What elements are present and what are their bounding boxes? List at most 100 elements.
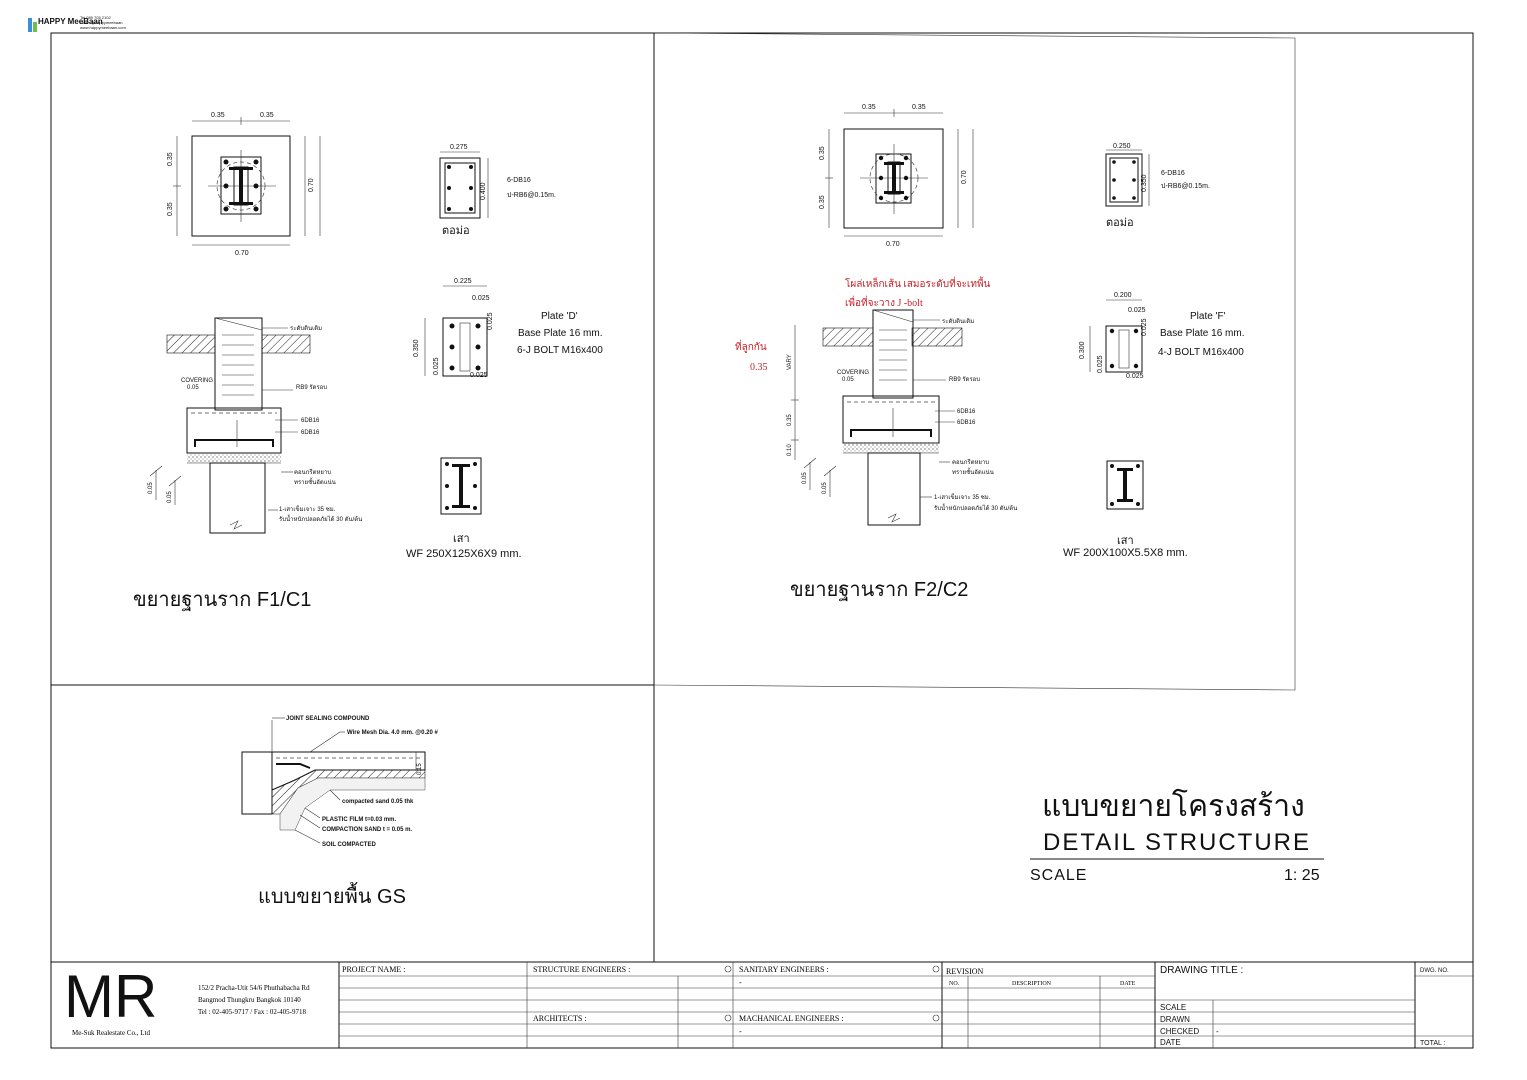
- f1-plate-b1: 0.025: [433, 357, 440, 375]
- scale-label: SCALE: [1030, 867, 1087, 884]
- company-addr3: Tel : 02-405-9717 / Fax : 02-405-9718: [198, 1008, 306, 1016]
- project-name-label: PROJECT NAME :: [342, 965, 405, 974]
- company-addr1: 152/2 Pracha-Utit 54/6 Phuthabacha Rd: [198, 984, 310, 992]
- f2-plate-t2: 0.025: [1141, 318, 1148, 336]
- f1-sec-stirrup: RB9 รัดรอบ: [296, 384, 327, 391]
- gs-comp: COMPACTION SAND t = 0.05 m.: [322, 827, 412, 833]
- f2-col-label: เสา: [1117, 535, 1134, 547]
- f2-sec-v35: 0.35: [787, 414, 793, 426]
- gs-slab-detail: JOINT SEALING COMPOUND Wire Mesh Dia. 4.…: [241, 716, 438, 848]
- f2-dim-top-right: 0.35: [912, 104, 926, 111]
- f1-sec-rebar2: 6DB16: [301, 430, 320, 436]
- f2-sec-rebar1: 6DB16: [957, 409, 976, 415]
- f2-plate-b1: 0.025: [1097, 355, 1104, 373]
- f1-col-spec: WF 250X125X6X9 mm.: [406, 548, 522, 560]
- f1-plate-t2: 0.025: [487, 312, 494, 330]
- mechanical-engineers-label: MACHANICAL ENGINEERS :: [739, 1014, 844, 1023]
- f1-ped-height: 0.400: [480, 182, 487, 200]
- revision-no: NO.: [949, 981, 960, 987]
- logo-line3: www.happymeebaan.com: [80, 25, 126, 30]
- f2-title: ขยายฐานราก F2/C2: [790, 579, 968, 601]
- gs-thick: 0.15: [417, 763, 423, 775]
- f2-sec-stirrup: RB9 รัดรอบ: [949, 376, 980, 383]
- f2-col-spec: WF 200X100X5.5X8 mm.: [1063, 547, 1188, 559]
- f1-plate-t1: 0.025: [472, 295, 490, 302]
- f2-sec-vary: VARY: [787, 354, 793, 370]
- f1-sec-sand: ทรายชั้นอัดแน่น: [294, 476, 336, 486]
- f1-plate-thick: Base Plate 16 mm.: [518, 328, 602, 339]
- f2-sec-ground: ระดับดินเดิม: [942, 318, 974, 325]
- f2-base-plate: 0.200 0.025 0.025 0.300 0.025 0.025 Plat…: [1079, 292, 1244, 380]
- logo-line1: Tel.089 705 2102: [80, 15, 111, 20]
- drawing-title-label: DRAWING TITLE :: [1160, 965, 1243, 976]
- f1-dim-side-top: 0.35: [167, 152, 174, 166]
- f2-plate-name: Plate 'F': [1190, 311, 1226, 322]
- company-logo: MR: [64, 963, 157, 1030]
- f1-sec-d2: 0.05: [167, 491, 173, 503]
- scale-value: 1: 25: [1284, 867, 1320, 884]
- mechanical-engineers-value: -: [739, 1027, 742, 1036]
- sheet-title-thai: แบบขยายโครงสร้าง: [1042, 788, 1305, 823]
- f2-sec-pile1: 1-เสาเข็มเจาะ 35 ซม.: [934, 492, 991, 501]
- tb-checked-value: -: [1216, 1027, 1219, 1036]
- f2-note-line3: ที่ลูกกัน: [735, 339, 767, 353]
- f1-dim-bottom: 0.70: [235, 250, 249, 257]
- f2-sec-d1: 0.05: [802, 472, 808, 484]
- f1-plate-h: 0.350: [413, 339, 420, 357]
- f1-column-section: เสา WF 250X125X6X9 mm.: [406, 457, 522, 560]
- company-addr2: Bangmod Thungkru Bangkok 10140: [198, 996, 301, 1004]
- gs-film: PLASTIC FILM t=0.03 mm.: [322, 817, 397, 823]
- f2-note-line4: 0.35: [750, 362, 768, 373]
- tb-checked-label: CHECKED: [1160, 1027, 1199, 1036]
- f2-ped-height: 0.350: [1141, 174, 1148, 192]
- f2-plate-t1: 0.025: [1128, 307, 1146, 314]
- total-label: TOTAL :: [1420, 1040, 1446, 1047]
- logo-brand: HAPPY MeeBaan: [38, 17, 103, 26]
- tb-drawn-label: DRAWN: [1160, 1015, 1190, 1024]
- f1-ped-stirrup: ป-RB6@0.15m.: [507, 192, 556, 199]
- f1-base-plate: 0.225 0.025 0.025 0.350 0.025 0.025 Plat…: [413, 278, 603, 379]
- gs-joint: JOINT SEALING COMPOUND: [286, 716, 370, 722]
- title-block: MR Me-Suk Realestate Co., Ltd 152/2 Prac…: [51, 961, 1473, 1048]
- f1-sec-d1: 0.05: [148, 482, 154, 494]
- f2-red-note: โผล่เหล็กเส้น เสมอระดับที่จะเทพื้น เพื่อ…: [735, 276, 991, 373]
- dwg-no-label: DWG. NO.: [1420, 968, 1449, 974]
- sanitary-engineers-value: -: [739, 978, 742, 987]
- f1-sec-pile2: รับน้ำหนักปลอดภัยได้ 30 ตัน/ต้น: [279, 513, 362, 523]
- f1-title: ขยายฐานราก F1/C1: [133, 589, 311, 611]
- f2-footing-section: ระดับดินเดิม COVERING 0.05 RB9 รัดรอบ 6D…: [787, 309, 1017, 526]
- f1-sec-lean: คอนกรีตหยาบ: [294, 468, 331, 476]
- f2-plate-thick: Base Plate 16 mm.: [1160, 328, 1244, 339]
- f2-sec-covering: COVERING: [837, 370, 869, 376]
- f1-col-label: เสา: [453, 533, 470, 545]
- f2-sec-cov-dim: 0.05: [842, 377, 854, 383]
- revision-label: REVISION: [946, 967, 984, 976]
- f2-column-section: เสา WF 200X100X5.5X8 mm.: [1063, 460, 1188, 559]
- f1-ped-rebar: 6-DB16: [507, 177, 531, 184]
- gs-sand: compacted sand 0.05 thk: [342, 799, 414, 805]
- f1-sec-rebar1: 6DB16: [301, 418, 320, 424]
- f1-sec-cov-dim: 0.05: [187, 385, 199, 391]
- company-name: Me-Suk Realestate Co., Ltd: [72, 1029, 150, 1037]
- f2-plate-bolts: 4-J BOLT M16x400: [1158, 347, 1244, 358]
- f1-pedestal-section: 0.275 0.400 6-DB16 ป-RB6@0.15m. ตอม่อ: [439, 144, 556, 237]
- f1-footing-section: ระดับดินเดิม COVERING 0.05 RB9 รัดรอบ 6D…: [148, 317, 362, 534]
- tb-date-label: DATE: [1160, 1038, 1181, 1047]
- f2-dim-right: 0.70: [961, 170, 968, 184]
- f2-sec-rebar2: 6DB16: [957, 420, 976, 426]
- f2-footing-plan: 0.35 0.35 0.35 0.35 0.70 0.70: [819, 104, 974, 248]
- revision-date: DATE: [1120, 981, 1136, 987]
- f1-dim-top-right: 0.35: [260, 112, 274, 119]
- f1-footing-plan: 0.35 0.35 0.35 0.35 0.70 0.70: [167, 112, 321, 257]
- f1-sec-pile1: 1-เสาเข็มเจาะ 35 ซม.: [279, 504, 336, 513]
- f2-sec-d2: 0.05: [822, 482, 828, 494]
- f1-sec-covering: COVERING: [181, 378, 213, 384]
- architects-label: ARCHITECTS :: [533, 1014, 587, 1023]
- sheet-border: [50, 32, 1474, 1049]
- structure-engineers-label: STRUCTURE ENGINEERS :: [533, 965, 630, 974]
- sheet-title-block: แบบขยายโครงสร้าง DETAIL STRUCTURE SCALE …: [1030, 788, 1324, 884]
- f1-ped-label: ตอม่อ: [442, 225, 470, 237]
- f2-ped-rebar: 6-DB16: [1161, 170, 1185, 177]
- f2-note-line1: โผล่เหล็กเส้น เสมอระดับที่จะเทพื้น: [845, 276, 991, 290]
